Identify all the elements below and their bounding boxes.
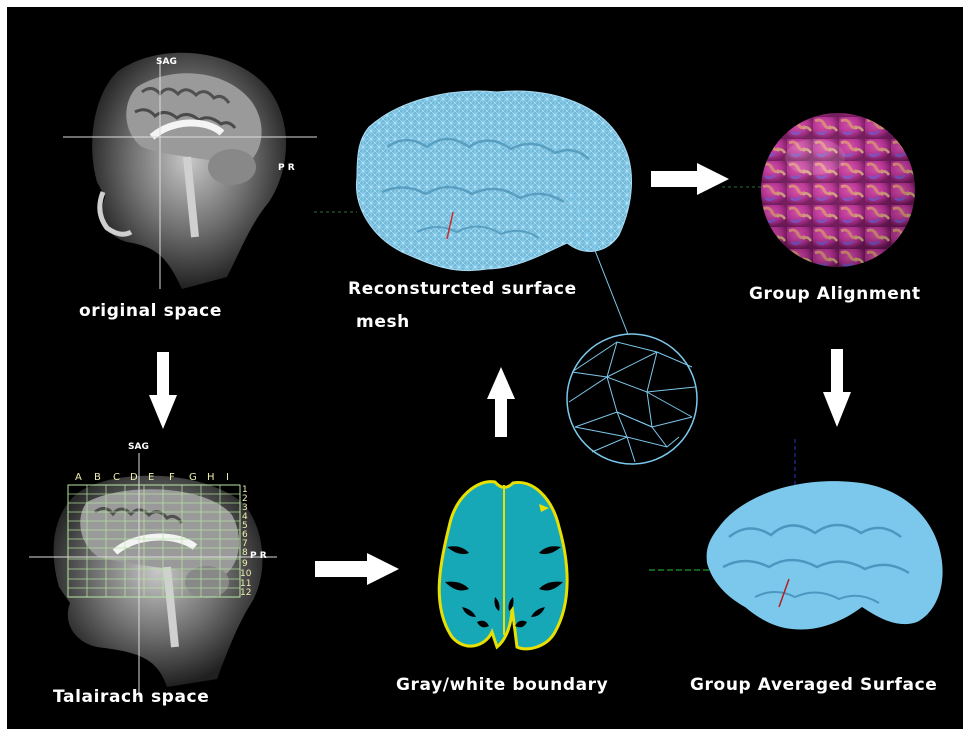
label-original-space: original space <box>79 301 222 321</box>
pr-label-top: P R <box>278 163 295 173</box>
grid-row-label: 8 <box>242 548 248 558</box>
grid-col-label: D <box>130 472 138 483</box>
label-group-averaged-surface: Group Averaged Surface <box>690 675 937 695</box>
grid-col-label: E <box>148 472 154 483</box>
mesh-zoom-circle <box>567 334 697 464</box>
label-reconstructed-mesh: mesh <box>356 312 410 332</box>
label-reconstructed-surface: Reconsturcted surface <box>348 279 577 299</box>
grid-row-label: 12 <box>240 588 251 598</box>
grid-col-label: I <box>226 472 229 483</box>
grid-col-label: B <box>94 472 101 483</box>
sag-label-bottom: SAG <box>128 442 149 452</box>
label-group-alignment: Group Alignment <box>749 284 921 304</box>
pr-label-bottom: P R <box>250 551 267 561</box>
sag-label-top: SAG <box>156 57 177 67</box>
grid-col-label: F <box>169 472 175 483</box>
arrow-down-original-to-talairach <box>149 352 177 429</box>
grid-col-label: A <box>75 472 82 483</box>
grid-col-label: C <box>113 472 120 483</box>
grid-col-label: H <box>207 472 215 483</box>
grid-col-label: G <box>189 472 197 483</box>
arrow-up-boundary-to-mesh <box>487 367 515 437</box>
gray-white-boundary-slice <box>439 482 567 649</box>
grid-row-label: 10 <box>240 569 251 579</box>
label-gray-white-boundary: Gray/white boundary <box>396 675 608 695</box>
label-talairach-space: Talairach space <box>53 687 209 707</box>
arrow-right-mesh-to-alignment <box>651 163 729 195</box>
reconstructed-mesh-brain <box>314 91 632 337</box>
arrow-right-talairach-to-boundary <box>315 553 399 585</box>
group-averaged-brain <box>649 439 943 630</box>
arrow-down-alignment-to-average <box>823 349 851 427</box>
diagram-canvas: SAG P R SAG P R A B C D E F G H I 1 2 3 … <box>7 7 963 729</box>
diagram-graphics <box>7 7 963 729</box>
group-alignment-sphere <box>722 113 915 267</box>
grid-row-label: 9 <box>242 559 248 569</box>
